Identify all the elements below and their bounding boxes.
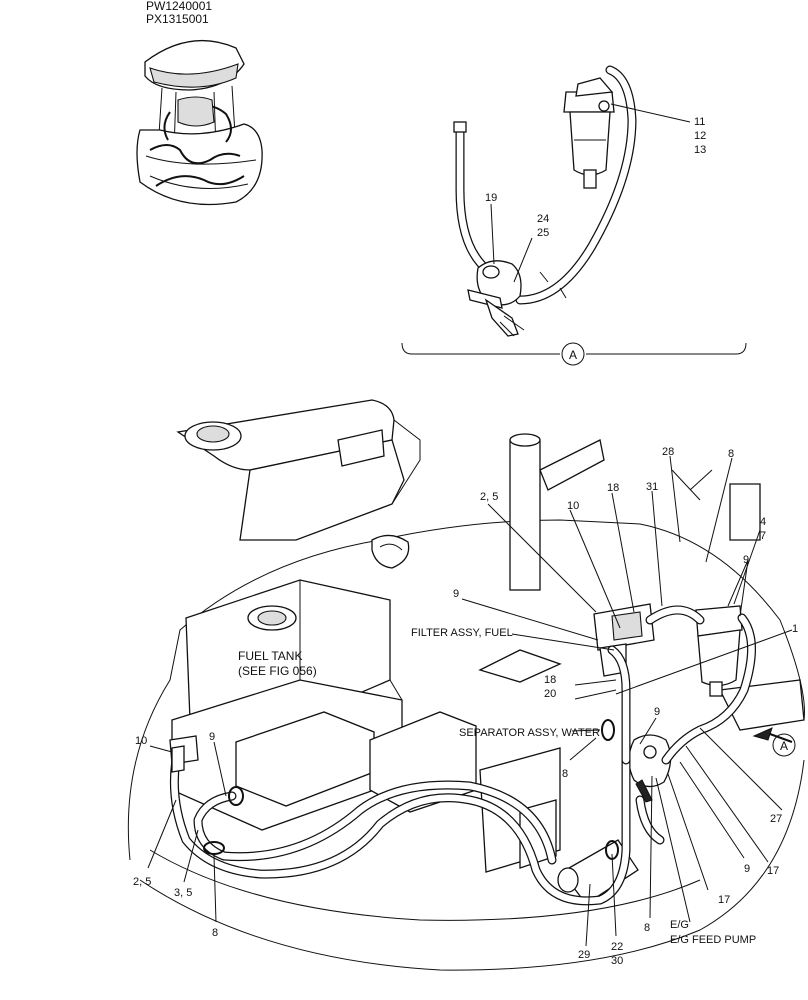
serial-number-1: PW1240001	[146, 0, 212, 13]
view-marker-a: A	[569, 348, 577, 362]
callout-9-left: 9	[209, 731, 215, 743]
callout-27: 27	[770, 813, 782, 825]
callout-30: 30	[611, 955, 623, 967]
label-separator-assy: SEPARATOR ASSY, WATER	[459, 727, 600, 739]
detail-fuel-filter	[563, 77, 615, 189]
callout-25: 25	[537, 227, 549, 239]
feed-pump	[628, 734, 672, 803]
callout-1: 1	[792, 623, 798, 635]
callout-20: 20	[544, 688, 556, 700]
machine-thumbnail	[136, 39, 263, 206]
canister	[557, 839, 639, 905]
callout-8-top: 8	[728, 448, 734, 460]
detail-view-a: 11 12 13 19 24 25 A	[401, 65, 747, 366]
callout-2-5-top: 2, 5	[480, 491, 498, 503]
callout-19: 19	[485, 192, 497, 204]
callout-17-b: 17	[718, 894, 730, 906]
label-filter-assy: FILTER ASSY, FUEL	[411, 627, 513, 639]
main-assembly: A 28 8 18 31 2, 5	[127, 399, 805, 971]
callout-17-a: 17	[767, 865, 779, 877]
callout-10-top: 10	[567, 500, 579, 512]
callout-13: 13	[694, 144, 706, 156]
callout-18-mid: 18	[544, 674, 556, 686]
callout-29: 29	[578, 949, 590, 961]
callout-9-bottom: 9	[744, 863, 750, 875]
callout-12: 12	[694, 130, 706, 142]
callout-9-filter: 9	[453, 588, 459, 600]
callout-11: 11	[694, 116, 705, 128]
label-eg: E/G	[670, 919, 689, 931]
serial-number-2: PX1315001	[146, 12, 209, 26]
detail-feed-pump	[467, 260, 525, 337]
callout-2-5-bottom: 2, 5	[133, 876, 151, 888]
callout-28: 28	[662, 446, 674, 458]
callout-10-left: 10	[135, 735, 147, 747]
callout-9-pump: 9	[654, 706, 660, 718]
label-fuel-tank-ref: (SEE FIG 056)	[238, 664, 317, 678]
label-fuel-tank: FUEL TANK	[238, 649, 302, 663]
callout-9-right: 9	[743, 554, 749, 566]
callout-24: 24	[537, 213, 549, 225]
callout-7: 7	[760, 530, 766, 542]
callout-3-5: 3, 5	[174, 887, 192, 899]
callout-18-top: 18	[607, 482, 619, 494]
view-arrow-marker-a: A	[780, 739, 788, 753]
callout-4: 4	[760, 516, 766, 528]
callout-31: 31	[646, 481, 658, 493]
callout-8-bottom-left: 8	[212, 927, 218, 939]
label-eg-feed-pump: E/G FEED PUMP	[670, 934, 756, 946]
callout-8-bottom: 8	[644, 922, 650, 934]
callout-8-mid: 8	[562, 768, 568, 780]
water-separator	[695, 605, 743, 697]
callout-22: 22	[611, 941, 623, 953]
